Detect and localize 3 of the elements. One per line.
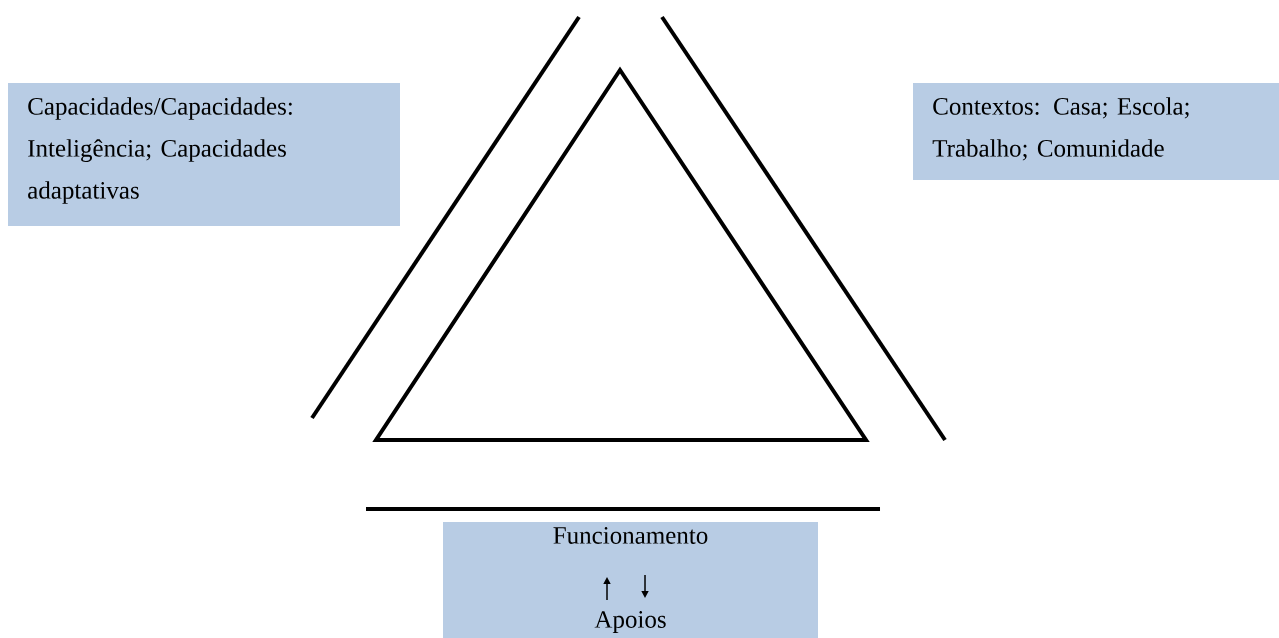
text-box: Funcionamento Apoios [443, 522, 818, 638]
text-box: Contextos: Casa; Escola; Trabalho; Comunidade [913, 83, 1279, 180]
text-box: Capacidades/Capacidades: Inteligência; Capacidades adaptativas [8, 83, 400, 226]
